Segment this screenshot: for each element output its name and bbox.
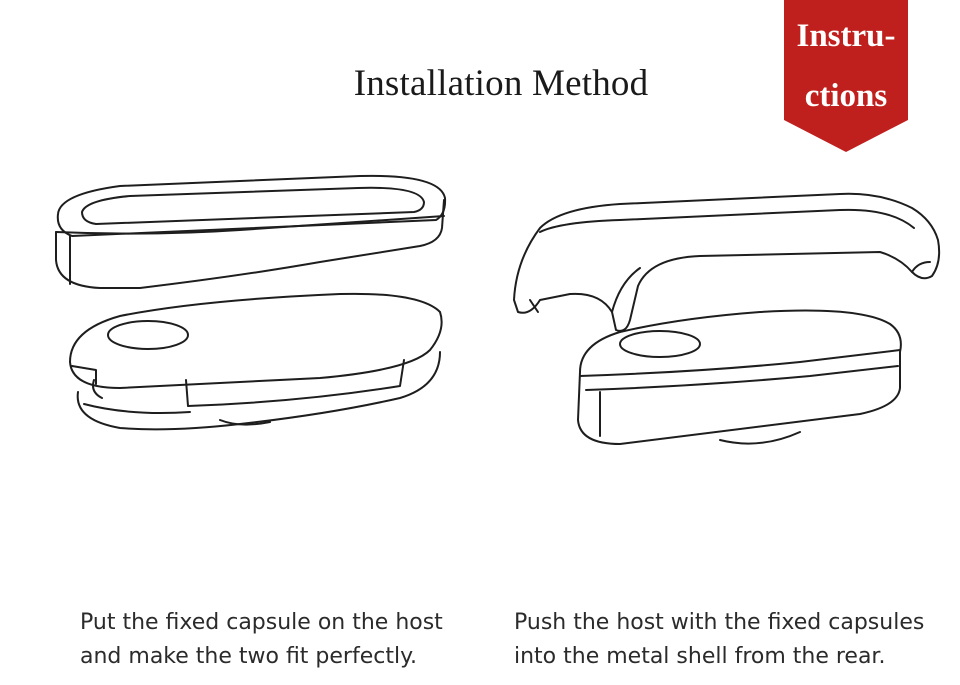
host-in-shell-drawing	[577, 309, 902, 445]
page-title: Installation Method	[353, 63, 649, 104]
host-module-drawing	[69, 292, 443, 431]
step-2-caption-line-1: Push the host with the fixed capsules	[514, 610, 925, 635]
capsule-frame-drawing	[55, 174, 447, 289]
badge-line-1: Instru-	[796, 18, 896, 54]
instructions-badge: Instru- ctions	[784, 0, 908, 152]
badge-line-2: ctions	[804, 78, 888, 114]
step-1-caption-line-2: and make the two fit perfectly.	[80, 644, 417, 669]
step-1-caption-line-1: Put the fixed capsule on the host	[80, 610, 443, 635]
badge-ribbon-shape	[784, 0, 908, 152]
step-2-caption-line-2: into the metal shell from the rear.	[514, 644, 886, 669]
step-1-caption: Put the fixed capsule on the host and ma…	[80, 606, 443, 674]
metal-shell-drawing	[513, 192, 941, 332]
step-2-caption: Push the host with the fixed capsules in…	[514, 606, 924, 674]
